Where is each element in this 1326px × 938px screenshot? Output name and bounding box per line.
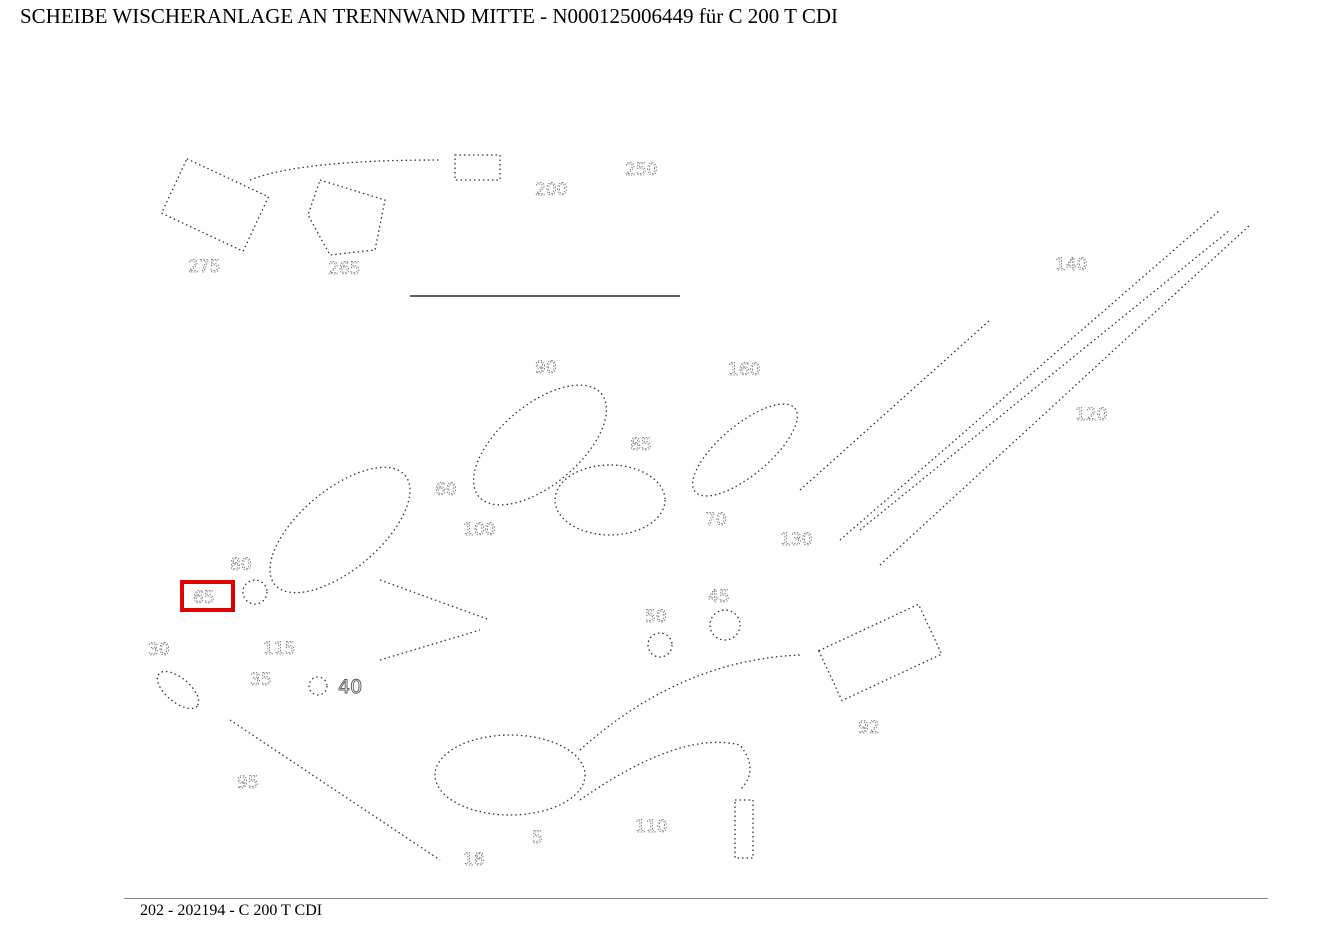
label-5[interactable]: 5: [532, 828, 544, 849]
part-130[interactable]: [799, 319, 991, 491]
label-70[interactable]: 70: [705, 510, 727, 531]
part-265[interactable]: [307, 179, 386, 256]
part-labels: 275 265 200 250 140 90 160 85 70 130 60 …: [148, 160, 1108, 871]
label-85[interactable]: 85: [630, 435, 652, 456]
label-80[interactable]: 80: [230, 555, 252, 576]
label-250[interactable]: 250: [625, 160, 658, 181]
label-115[interactable]: 115: [263, 639, 296, 660]
label-160[interactable]: 160: [728, 360, 761, 381]
label-92[interactable]: 92: [858, 718, 880, 739]
part-45[interactable]: [709, 609, 741, 641]
label-120[interactable]: 120: [1075, 405, 1108, 426]
label-95[interactable]: 95: [237, 773, 259, 794]
label-18[interactable]: 18: [463, 850, 485, 871]
label-30[interactable]: 30: [148, 640, 170, 661]
hose: [579, 654, 801, 801]
part-95[interactable]: [229, 719, 441, 861]
part-92[interactable]: [817, 603, 943, 702]
part-30[interactable]: [151, 665, 205, 716]
part-140[interactable]: [839, 209, 1251, 566]
cable-200: [249, 159, 441, 181]
label-100[interactable]: 100: [463, 520, 496, 541]
label-40[interactable]: 40: [338, 676, 363, 699]
part-70[interactable]: [679, 389, 811, 511]
label-140[interactable]: 140: [1055, 255, 1088, 276]
footer-caption: 202 - 202194 - C 200 T CDI: [140, 902, 323, 919]
label-35[interactable]: 35: [250, 670, 272, 691]
part-85[interactable]: [554, 464, 666, 536]
label-275[interactable]: 275: [188, 257, 221, 278]
part-90[interactable]: [453, 363, 627, 527]
part-275[interactable]: [160, 157, 270, 253]
part-shapes: [151, 154, 1251, 861]
label-65-highlighted[interactable]: 65: [193, 588, 215, 609]
label-50[interactable]: 50: [645, 607, 667, 628]
page-title: SCHEIBE WISCHERANLAGE AN TRENNWAND MITTE…: [20, 4, 839, 28]
label-130[interactable]: 130: [780, 530, 813, 551]
part-80[interactable]: [242, 579, 268, 605]
label-200[interactable]: 200: [535, 180, 568, 201]
label-90[interactable]: 90: [535, 358, 557, 379]
part-200[interactable]: [454, 154, 501, 181]
part-5[interactable]: [434, 734, 586, 816]
part-110[interactable]: [647, 632, 673, 658]
label-45[interactable]: 45: [708, 587, 730, 608]
label-265[interactable]: 265: [328, 259, 361, 280]
part-120[interactable]: [734, 799, 754, 859]
part-50[interactable]: [379, 579, 491, 661]
footer-divider: [124, 898, 1268, 899]
highlight-box: [180, 580, 235, 612]
label-60[interactable]: 60: [435, 480, 457, 501]
label-110[interactable]: 110: [635, 817, 668, 838]
part-60[interactable]: [249, 445, 431, 616]
part-40[interactable]: [308, 676, 328, 696]
